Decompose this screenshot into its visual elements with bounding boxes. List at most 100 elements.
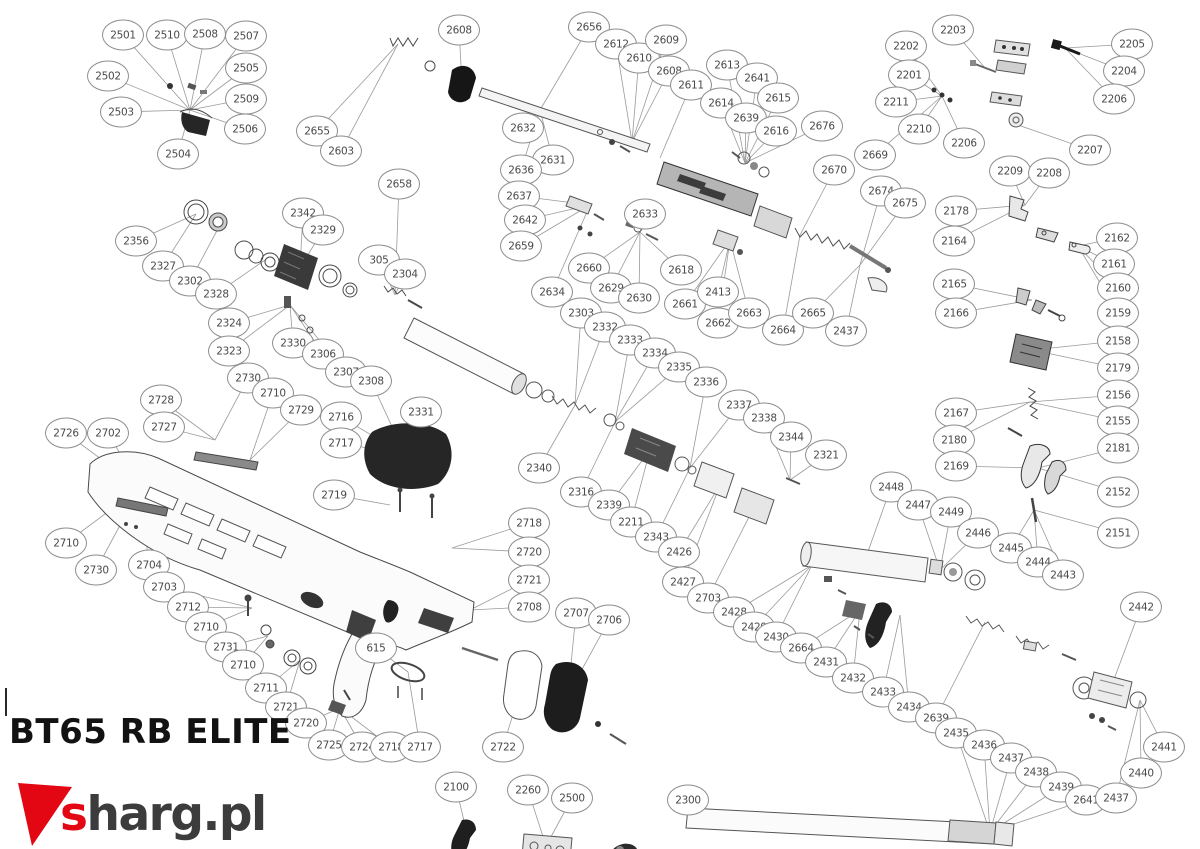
part-callout-2510: 2510 (146, 19, 188, 51)
part-callout-2633: 2633 (624, 198, 666, 230)
sharg-logo-mark (18, 783, 72, 846)
part-callout-2616: 2616 (755, 115, 797, 147)
part-callout-2164: 2164 (933, 225, 975, 257)
part-callout-2611: 2611 (670, 69, 712, 101)
part-callout-2669: 2669 (854, 139, 896, 171)
part-callout-2203: 2203 (932, 14, 974, 46)
part-callout-2448: 2448 (870, 471, 912, 503)
part-callout-2727: 2727 (143, 411, 185, 443)
part-callout-2632: 2632 (502, 112, 544, 144)
part-callout-2207: 2207 (1069, 134, 1111, 166)
part-callout-2181: 2181 (1097, 432, 1139, 464)
front-sight-parts (167, 82, 212, 136)
part-callout-2166: 2166 (935, 297, 977, 329)
sharg-logo-text: sharg.pl (60, 791, 267, 838)
part-callout-2165: 2165 (933, 268, 975, 300)
part-callout-2710: 2710 (252, 377, 294, 409)
part-callout-2618: 2618 (660, 254, 702, 286)
part-callout-2663: 2663 (728, 297, 770, 329)
trigger-and-magazine-bottom (451, 819, 638, 849)
mainspring-parts (754, 206, 891, 292)
sharg-logo: sharg.pl (16, 780, 267, 848)
part-callout-2328: 2328 (195, 278, 237, 310)
margin-tick (5, 688, 7, 716)
part-callout-2344: 2344 (770, 421, 812, 453)
part-callout-2205: 2205 (1111, 28, 1153, 60)
part-callout-2722: 2722 (482, 731, 524, 763)
part-callout-2437: 2437 (1095, 782, 1137, 814)
part-callout-2615: 2615 (757, 82, 799, 114)
trigger-mech-parts (1008, 196, 1090, 522)
part-callout-2206: 2206 (1093, 83, 1135, 115)
part-callout-2730: 2730 (227, 362, 269, 394)
scope-mount-parts (931, 39, 1081, 127)
part-callout-2710: 2710 (45, 527, 87, 559)
part-callout-2730: 2730 (75, 554, 117, 586)
part-callout-2442: 2442 (1120, 591, 1162, 623)
part-callout-2208: 2208 (1028, 157, 1070, 189)
part-callout-2630: 2630 (618, 282, 660, 314)
part-callout-2608: 2608 (438, 14, 480, 46)
part-callout-2719: 2719 (313, 479, 355, 511)
part-callout-2703: 2703 (143, 571, 185, 603)
part-callout-2506: 2506 (224, 113, 266, 145)
part-callout-2167: 2167 (935, 397, 977, 429)
part-callout-2676: 2676 (801, 110, 843, 142)
part-callout-2717: 2717 (399, 731, 441, 763)
part-callout-2500: 2500 (551, 782, 593, 814)
part-callout-2725: 2725 (308, 729, 350, 761)
grip-hardware (245, 591, 498, 715)
part-callout-2670: 2670 (813, 154, 855, 186)
part-callout-2211: 2211 (875, 86, 917, 118)
part-callout-2443: 2443 (1042, 559, 1084, 591)
part-callout-2210: 2210 (898, 113, 940, 145)
part-callout-2441: 2441 (1143, 731, 1185, 763)
part-callout-2702: 2702 (87, 417, 129, 449)
part-callout-2716: 2716 (320, 401, 362, 433)
part-callout-2502: 2502 (87, 60, 129, 92)
part-callout-2159: 2159 (1097, 297, 1139, 329)
part-callout-2308: 2308 (350, 365, 392, 397)
cocking-handle-parts (390, 38, 476, 103)
receiver-block (657, 152, 769, 255)
part-callout-2710: 2710 (222, 649, 264, 681)
part-callout-2100: 2100 (435, 771, 477, 803)
part-callout-2659: 2659 (500, 230, 542, 262)
part-callout-2706: 2706 (588, 604, 630, 636)
part-callout-2335: 2335 (658, 351, 700, 383)
part-callout-2728: 2728 (140, 384, 182, 416)
part-callout-2152: 2152 (1097, 476, 1139, 508)
part-callout-2323: 2323 (208, 335, 250, 367)
air-tube (404, 318, 554, 402)
part-callout-2178: 2178 (935, 195, 977, 227)
part-callout-2718: 2718 (508, 507, 550, 539)
part-callout-2717: 2717 (320, 427, 362, 459)
part-callout-2158: 2158 (1097, 325, 1139, 357)
part-callout-2504: 2504 (157, 138, 199, 170)
part-callout-2431: 2431 (805, 646, 847, 678)
part-callout-2503: 2503 (100, 96, 142, 128)
part-callout-2169: 2169 (935, 450, 977, 482)
part-callout-2508: 2508 (184, 18, 226, 50)
part-callout-2304: 2304 (384, 258, 426, 290)
part-callout-2675: 2675 (884, 187, 926, 219)
part-callout-2609: 2609 (645, 24, 687, 56)
part-callout-2658: 2658 (378, 168, 420, 200)
part-callout-2708: 2708 (508, 591, 550, 623)
part-callout-2209: 2209 (989, 155, 1031, 187)
barrel-upper (479, 88, 650, 152)
butt-pad (364, 423, 452, 518)
part-callout-2201: 2201 (888, 59, 930, 91)
part-callout-615: 615 (355, 632, 397, 664)
part-callout-2324: 2324 (208, 307, 250, 339)
part-callout-2151: 2151 (1097, 517, 1139, 549)
part-callout-2603: 2603 (320, 135, 362, 167)
part-callout-2204: 2204 (1103, 55, 1145, 87)
part-callout-2726: 2726 (45, 417, 87, 449)
part-callout-2426: 2426 (658, 536, 700, 568)
part-callout-2449: 2449 (930, 496, 972, 528)
part-callout-2162: 2162 (1096, 222, 1138, 254)
part-callout-2202: 2202 (885, 30, 927, 62)
part-callout-2720: 2720 (508, 536, 550, 568)
